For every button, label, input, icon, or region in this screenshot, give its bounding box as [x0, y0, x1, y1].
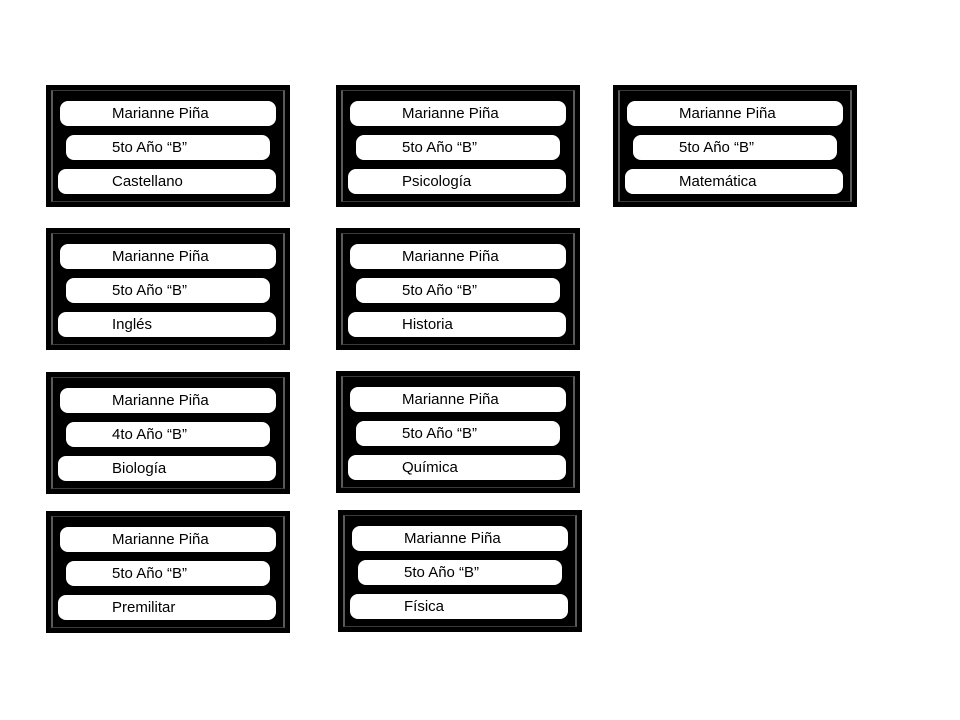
subject-label: Física [350, 594, 568, 619]
subject-label: Historia [348, 312, 566, 337]
subject-label-card-matematica: Marianne Piña 5to Año “B” Matemática [613, 85, 857, 207]
student-name-label: Marianne Piña [60, 388, 276, 413]
grade-label: 5to Año “B” [66, 278, 270, 303]
subject-label-card-psicologia: Marianne Piña 5to Año “B” Psicología [336, 85, 580, 207]
student-name-label: Marianne Piña [60, 527, 276, 552]
subject-label: Matemática [625, 169, 843, 194]
subject-label-card-premilitar: Marianne Piña 5to Año “B” Premilitar [46, 511, 290, 633]
student-name-label: Marianne Piña [352, 526, 568, 551]
subject-label: Inglés [58, 312, 276, 337]
subject-label: Química [348, 455, 566, 480]
student-name-label: Marianne Piña [60, 101, 276, 126]
student-name-label: Marianne Piña [350, 101, 566, 126]
student-name-label: Marianne Piña [350, 244, 566, 269]
grade-label: 5to Año “B” [633, 135, 837, 160]
grade-label: 5to Año “B” [356, 421, 560, 446]
student-name-label: Marianne Piña [627, 101, 843, 126]
grade-label: 5to Año “B” [66, 561, 270, 586]
grade-label: 5to Año “B” [358, 560, 562, 585]
student-name-label: Marianne Piña [350, 387, 566, 412]
student-name-label: Marianne Piña [60, 244, 276, 269]
subject-label-card-fisica: Marianne Piña 5to Año “B” Física [338, 510, 582, 632]
subject-label-card-ingles: Marianne Piña 5to Año “B” Inglés [46, 228, 290, 350]
grade-label: 5to Año “B” [356, 135, 560, 160]
subject-label-card-castellano: Marianne Piña 5to Año “B” Castellano [46, 85, 290, 207]
grade-label: 5to Año “B” [66, 135, 270, 160]
grade-label: 5to Año “B” [356, 278, 560, 303]
subject-label-card-historia: Marianne Piña 5to Año “B” Historia [336, 228, 580, 350]
subject-label: Castellano [58, 169, 276, 194]
subject-label: Biología [58, 456, 276, 481]
subject-label: Psicología [348, 169, 566, 194]
grade-label: 4to Año “B” [66, 422, 270, 447]
subject-label-card-quimica: Marianne Piña 5to Año “B” Química [336, 371, 580, 493]
subject-label: Premilitar [58, 595, 276, 620]
subject-label-card-biologia: Marianne Piña 4to Año “B” Biología [46, 372, 290, 494]
